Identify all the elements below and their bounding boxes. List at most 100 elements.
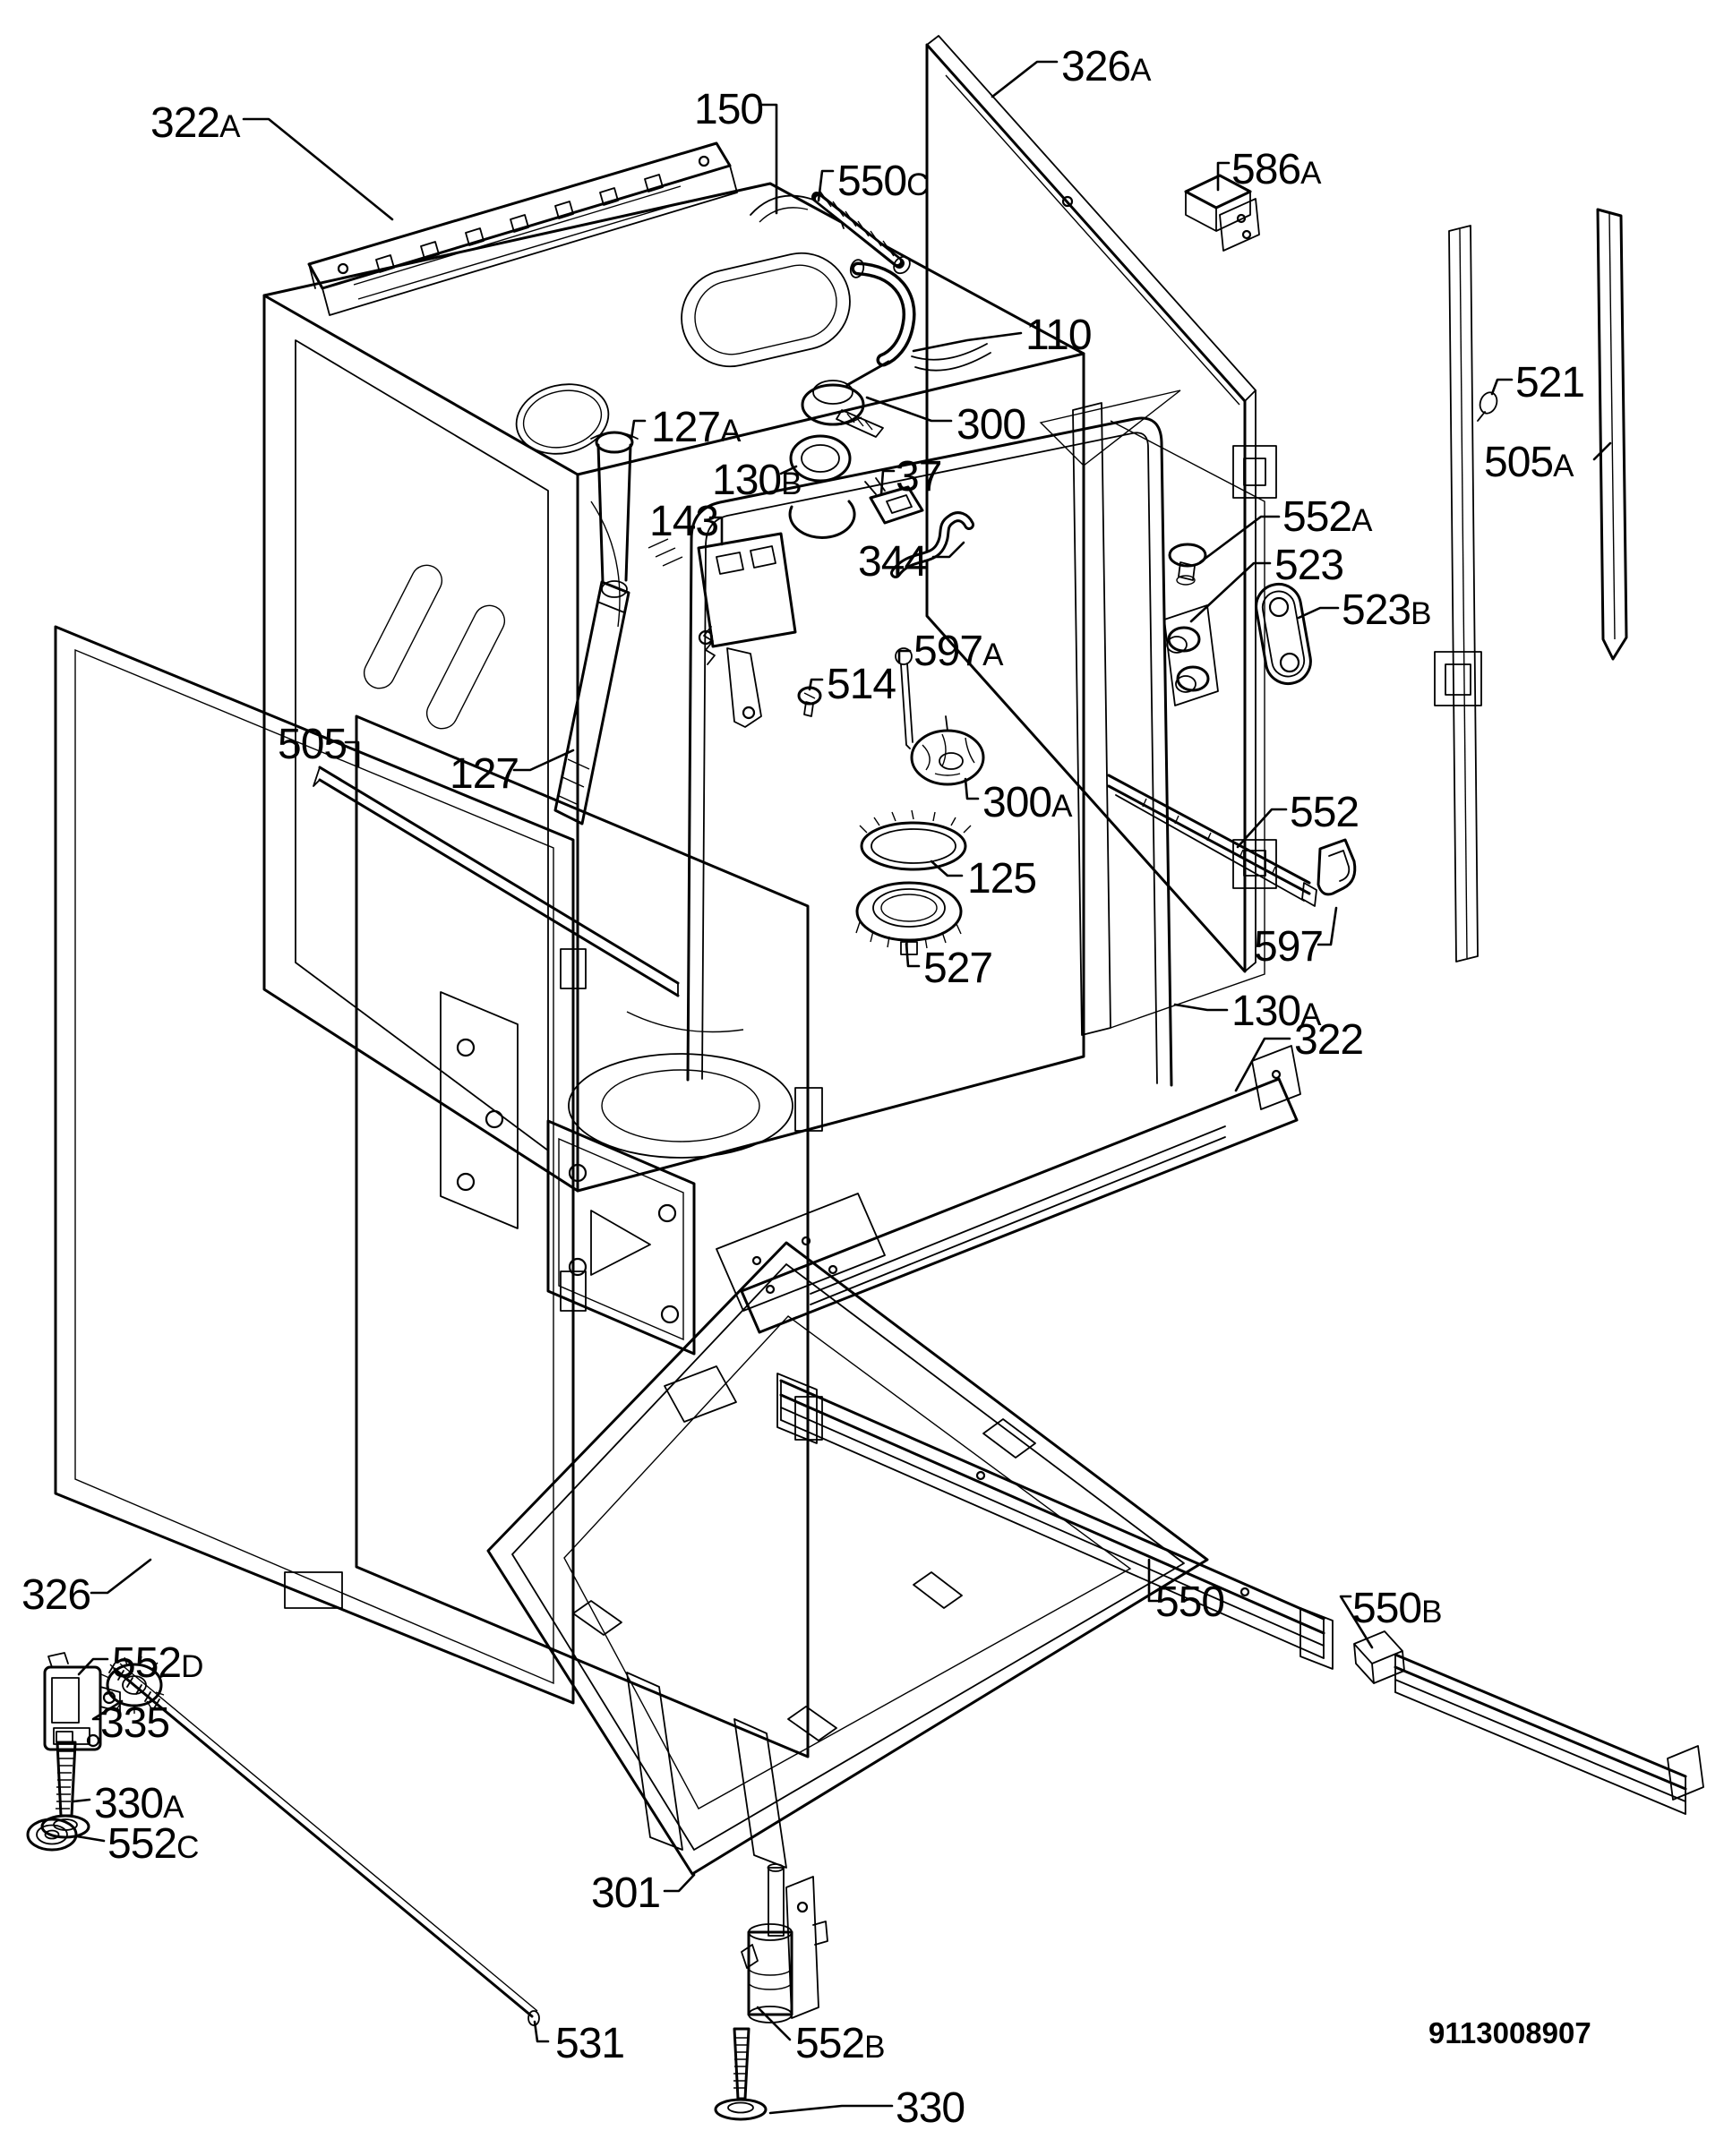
leader-326A [991, 60, 1059, 98]
leader-531 [533, 2020, 550, 2043]
part-label-521: 521 [1515, 359, 1584, 406]
leader-514 [808, 678, 824, 691]
part-label-322: 322 [1294, 1016, 1363, 1064]
part-label-552C: 552C [107, 1820, 198, 1868]
part-label-335: 335 [100, 1699, 169, 1747]
leader-322 [1234, 1037, 1291, 1092]
leader-552B [756, 2006, 792, 2041]
leader-550C [817, 169, 835, 202]
part-drawing-597A-pin [895, 647, 913, 749]
part-drawing-127-wedge [553, 580, 630, 826]
part-drawing-300A-impeller [910, 715, 985, 786]
part-label-300A: 300A [982, 779, 1073, 826]
leader-521 [1490, 378, 1514, 396]
part-label-552: 552 [1290, 789, 1359, 836]
leader-550 [1147, 1558, 1159, 1603]
leader-586A [1216, 161, 1231, 192]
part-label-130A: 130A [1231, 988, 1322, 1035]
leader-130A [1173, 1003, 1229, 1012]
part-drawing-326A-back-panel [925, 35, 1277, 973]
part-drawing-301-base-plate [486, 1241, 1209, 1876]
part-drawing-37-clip [864, 477, 924, 525]
part-drawing-523B-grommet [1255, 582, 1312, 686]
part-drawing-552A-stud [1168, 543, 1207, 586]
leader-527 [905, 942, 921, 968]
part-drawing-531-rod [108, 1663, 540, 2026]
leader-130B [779, 465, 798, 475]
leader-330A [72, 1798, 91, 1803]
leader-300A [964, 777, 980, 800]
leader-127 [512, 749, 575, 772]
leader-552D [77, 1657, 109, 1676]
leader-125 [930, 860, 964, 877]
part-label-300: 300 [956, 401, 1025, 449]
part-drawing-597-clamp [1317, 838, 1357, 896]
leader-326 [90, 1558, 152, 1595]
part-drawing-586A-latch [1184, 174, 1260, 252]
part-label-531: 531 [555, 2020, 624, 2067]
part-drawing-527-locknut [855, 881, 963, 955]
part-drawing-inner-door-panel [355, 714, 823, 1869]
part-label-550C: 550C [837, 158, 928, 205]
part-drawing-550B-channel [1353, 1630, 1704, 1815]
leader-335 [91, 1699, 124, 1721]
part-label-127: 127 [450, 750, 519, 798]
part-label-326: 326 [21, 1571, 90, 1619]
part-label-322A: 322A [150, 99, 241, 147]
leader-143 [708, 516, 724, 546]
part-drawing-335-nut [100, 1656, 168, 1714]
part-drawing-552B-foot [741, 1863, 828, 2023]
part-labels: 322A 150 550C 326A 586A 110 300 127A 130… [21, 43, 1585, 2132]
leader-552A [1198, 515, 1281, 564]
part-drawing-right-side-panel [1039, 389, 1265, 1036]
part-label-552A: 552A [1282, 493, 1373, 541]
part-drawing-130B-seal [788, 434, 856, 539]
part-label-143: 143 [649, 498, 718, 545]
part-drawing-330-screw [714, 2027, 768, 2121]
leader-lines [72, 60, 1612, 2115]
leader-330 [768, 2104, 894, 2115]
part-label-552D: 552D [112, 1639, 202, 1687]
part-label-330: 330 [896, 2084, 965, 2132]
leader-550B [1339, 1595, 1374, 1649]
part-label-523B: 523B [1342, 586, 1430, 634]
leader-597 [1317, 906, 1338, 946]
part-drawing-344-tube [890, 511, 974, 578]
part-drawing-505A-strip [1596, 208, 1628, 661]
part-drawing-505-strip [313, 766, 680, 997]
leader-150 [758, 103, 778, 215]
leader-523B [1297, 606, 1340, 620]
part-drawing-door-hinge-plate [546, 1119, 696, 1356]
part-label-125: 125 [967, 855, 1036, 903]
leader-505A [1592, 441, 1612, 461]
part-drawing-552C-washer [26, 1818, 78, 1852]
part-label-505: 505 [278, 721, 347, 768]
part-label-110: 110 [1025, 312, 1092, 359]
part-label-301: 301 [591, 1869, 660, 1917]
part-drawing-326-outer-door-panel [54, 625, 587, 1705]
part-drawing-130A-gasket-hoop [686, 416, 1173, 1087]
part-label-597A: 597A [913, 628, 1004, 675]
part-drawing-127A-funnel [590, 431, 639, 598]
part-drawing-322A-top-strip [307, 141, 738, 316]
part-label-130B: 130B [712, 457, 801, 504]
part-label-586A: 586A [1231, 146, 1322, 193]
part-label-514: 514 [827, 661, 896, 708]
leader-37 [879, 469, 896, 496]
leader-322A [242, 117, 394, 221]
part-label-523: 523 [1274, 542, 1343, 589]
leader-597A [897, 649, 912, 664]
leader-552 [1236, 808, 1288, 849]
part-label-550: 550 [1155, 1578, 1224, 1626]
document-number: 9113008907 [1428, 2016, 1591, 2049]
part-label-527: 527 [923, 945, 992, 992]
leader-300 [865, 396, 953, 423]
part-label-326A: 326A [1061, 43, 1152, 90]
part-label-344: 344 [858, 538, 927, 586]
leader-127A [630, 419, 647, 441]
part-drawing-300-dome [801, 360, 890, 438]
part-drawing-143-bracket [648, 532, 797, 728]
part-drawing-552-rail [1107, 774, 1317, 907]
